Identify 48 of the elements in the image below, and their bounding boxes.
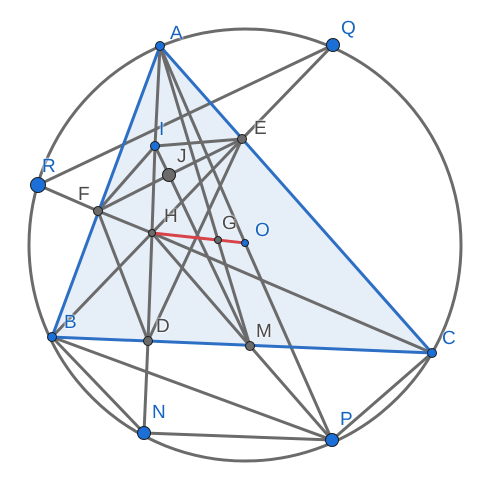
line-segment [245, 245, 331, 436]
line-segment [162, 48, 430, 351]
line-segment [100, 148, 154, 209]
point-label: B [64, 313, 77, 333]
point-label: P [340, 410, 353, 430]
line-segment [153, 234, 248, 344]
line-segment [55, 337, 327, 440]
line-segment [150, 150, 156, 230]
point-label: Q [341, 19, 356, 39]
line-segment [153, 141, 240, 232]
line-segment [220, 238, 243, 244]
point-label: C [442, 329, 456, 349]
line-segment [101, 211, 150, 233]
line-segment [160, 49, 245, 241]
line-segment [218, 242, 250, 343]
point-label: R [42, 157, 56, 177]
line-segment [154, 233, 429, 353]
line-segment [156, 149, 168, 170]
line-segment [158, 138, 239, 148]
point-label: E [254, 119, 267, 139]
point-label: G [222, 214, 237, 234]
line-segment [160, 49, 218, 238]
line-segment [54, 339, 141, 430]
line-segment [154, 50, 162, 142]
line-segment [52, 49, 160, 334]
line-segment [148, 142, 242, 338]
line-segment [174, 140, 240, 174]
point-label: M [256, 322, 272, 342]
point-label: F [78, 185, 90, 205]
line-segment [100, 176, 164, 210]
line-segment [44, 46, 328, 184]
point-label: A [170, 24, 183, 44]
line-segment [154, 232, 216, 242]
line-segment [44, 186, 95, 210]
line-segment [54, 234, 151, 335]
line-segment [244, 48, 330, 137]
line-segment [252, 348, 329, 436]
point-label: J [177, 147, 186, 167]
point-label: D [156, 317, 170, 337]
line-segment [98, 214, 148, 338]
line-segment [142, 344, 150, 428]
line-segment [56, 336, 428, 354]
line-segment [146, 236, 154, 338]
line-segment [150, 432, 326, 442]
point-label: I [159, 120, 164, 140]
line-segment [336, 354, 430, 437]
point-label: O [255, 221, 270, 241]
point-label: N [152, 403, 166, 423]
